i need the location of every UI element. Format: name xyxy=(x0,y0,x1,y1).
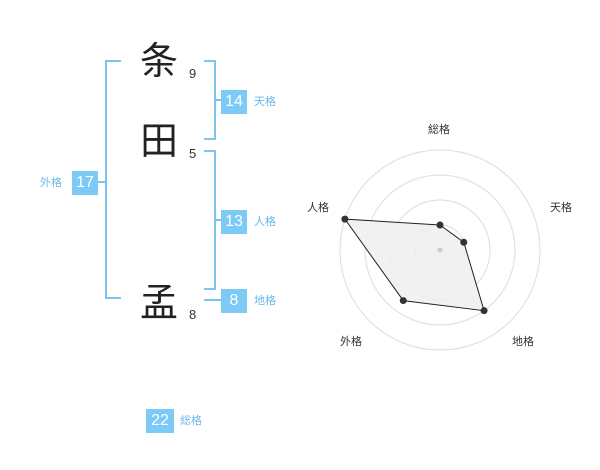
radar-point-0 xyxy=(436,221,444,229)
chikaku-label: 地格 xyxy=(254,294,276,307)
radar-axis-label-3: 外格 xyxy=(340,335,362,348)
gaikaku-bracket xyxy=(105,60,121,299)
stroke-count-1: 9 xyxy=(189,66,197,81)
radar-point-4 xyxy=(341,215,349,223)
radar-point-1 xyxy=(460,238,468,246)
radar-ring-4 xyxy=(339,149,541,351)
soukaku-label: 総格 xyxy=(180,414,202,427)
radar-axis-label-4: 人格 xyxy=(307,201,329,214)
tenkaku-value: 14 xyxy=(221,90,247,114)
radar-polygon xyxy=(343,218,485,312)
radar-point-2 xyxy=(480,307,488,315)
name-char-3: 孟 xyxy=(139,281,178,325)
jinkaku-label: 人格 xyxy=(254,215,276,228)
stroke-count-3: 8 xyxy=(189,307,197,322)
gaikaku-connector xyxy=(98,181,106,183)
radar-ring-3 xyxy=(364,174,516,326)
stroke-count-2: 5 xyxy=(189,146,197,161)
gaikaku-label: 外格 xyxy=(40,176,62,189)
radar-axis-label-1: 天格 xyxy=(550,201,572,214)
radar-axis-label-0: 総格 xyxy=(428,123,450,136)
radar-axis-label-2: 地格 xyxy=(512,335,534,348)
jinkaku-connector xyxy=(214,219,222,221)
radar-point-3 xyxy=(399,297,407,305)
soukaku-value: 22 xyxy=(146,409,174,433)
gaikaku-value: 17 xyxy=(72,171,98,195)
radar-center-dot xyxy=(437,247,443,253)
tenkaku-connector xyxy=(214,99,222,101)
name-char-2: 田 xyxy=(139,119,178,163)
chikaku-connector xyxy=(204,299,222,301)
chikaku-value: 8 xyxy=(221,289,247,313)
jinkaku-value: 13 xyxy=(221,210,247,234)
name-char-1: 条 xyxy=(139,39,178,83)
tenkaku-label: 天格 xyxy=(254,95,276,108)
